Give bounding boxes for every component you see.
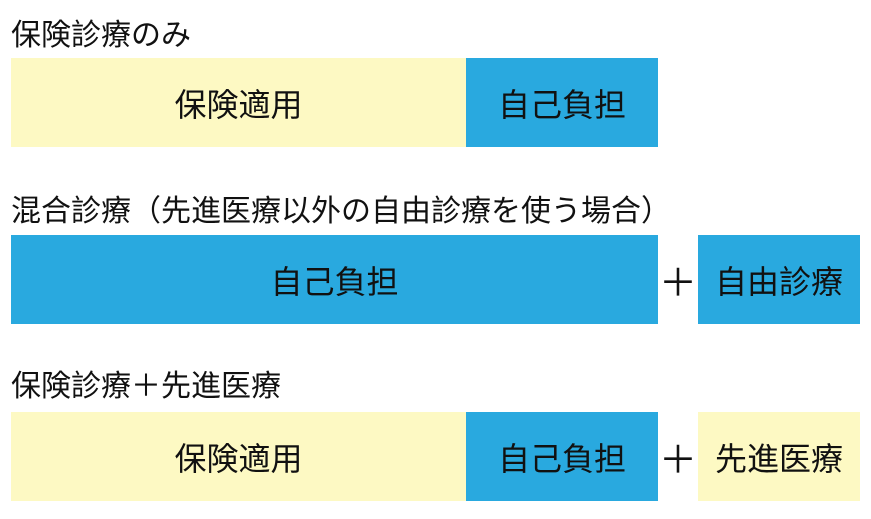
self-pay-block: 自己負担 xyxy=(11,235,658,324)
self-pay-label: 自己負担 xyxy=(497,439,626,478)
advanced-care-label: 先進医療 xyxy=(714,439,843,478)
heading-insurance-plus-advanced: 保険診療＋先進医療 xyxy=(11,369,281,404)
advanced-care-block: 先進医療 xyxy=(698,412,860,501)
insurance-covered-block: 保険適用 xyxy=(11,412,466,501)
insurance-covered-block: 保険適用 xyxy=(11,58,466,147)
self-pay-label: 自己負担 xyxy=(497,85,626,124)
plus-sign: ＋ xyxy=(658,438,697,482)
free-care-label: 自由診療 xyxy=(714,262,843,301)
insurance-covered-label: 保険適用 xyxy=(174,439,303,478)
insurance-covered-label: 保険適用 xyxy=(174,85,303,124)
heading-mixed-care: 混合診療（先進医療以外の自由診療を使う場合） xyxy=(11,194,671,229)
self-pay-block: 自己負担 xyxy=(466,412,658,501)
self-pay-label: 自己負担 xyxy=(270,262,399,301)
self-pay-block: 自己負担 xyxy=(466,58,658,147)
heading-insurance-only: 保険診療のみ xyxy=(11,18,191,53)
plus-sign: ＋ xyxy=(658,261,697,305)
free-care-block: 自由診療 xyxy=(698,235,860,324)
